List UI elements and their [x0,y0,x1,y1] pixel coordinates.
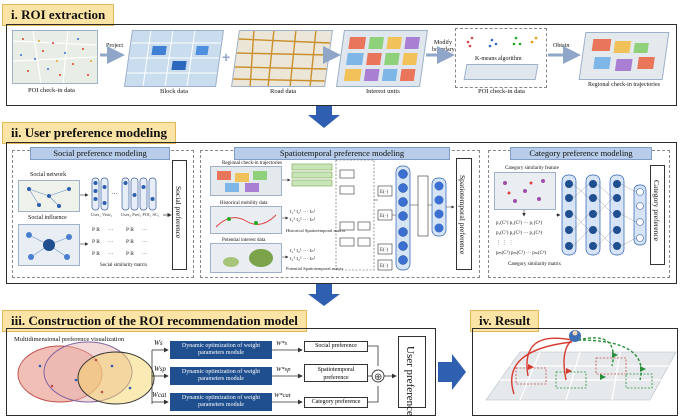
social-network-map [18,180,80,212]
historical-map [210,206,282,234]
social-preference-vertical: Social preference [174,186,183,239]
social-preference-output: Social preference [304,341,368,352]
category-preference-output: Category preference [304,397,368,408]
obtain-label: Obtain [553,43,570,49]
weight-out-s: W*s [276,340,288,347]
category-preference-vertical: Category preference [652,180,661,242]
kmeans-clusters [460,32,540,54]
weight-out-cat: W*cat [274,392,291,399]
user-preference-vertical: User preference [404,346,416,416]
weight-cat: Wcat [152,391,167,399]
block-label: Block data [160,88,188,95]
module-category: Dynamic optimization of weight parameter… [170,393,272,411]
road-label: Road data [270,88,297,95]
social-influence-label: Social influence [28,215,67,221]
historical-label: Historical mobility data [220,201,268,206]
user-preference-panel [6,142,677,284]
roi-extraction-panel [6,24,677,106]
category-feature-map [494,172,556,210]
poi-label-2: POI check-in data [478,88,525,95]
category-preference-box [650,165,665,265]
spatio-preference-box [456,158,472,270]
regional-label: Regional check-in trajectories [588,82,660,88]
project-label: Project [106,43,123,49]
regional-checkin-map [578,32,670,80]
road-data-map [230,30,334,87]
category-matrix-label: Category similarity matrix [508,262,562,267]
potential-map [210,243,282,273]
weight-out-sp: W*sp [276,366,291,373]
module-spatio: Dynamic optimization of weight parameter… [170,367,272,385]
poi-checkin-map [12,30,98,84]
weight-sp: Wsp [154,365,167,373]
spatio-title: Spatiotemporal preference modeling [234,147,450,160]
section2-title: ii. User preference modeling [2,122,176,144]
block-data-map [123,30,225,87]
social-matrix-label: Social similarity matrix [100,263,148,268]
section3-title: iii. Construction of the ROI recommendat… [2,310,307,332]
kmeans-label: K-means algorithm [475,56,522,62]
roi-model-panel [6,328,436,416]
spatio-preference-output: Spatiotemporal preference [304,364,368,382]
social-title: Social preference modeling [30,147,170,160]
interest-label: Interest units [366,88,400,95]
viz-label: Multidimensional preference visualizatio… [14,336,125,343]
poi-label: POI check-in data [28,87,75,94]
category-title: Category preference modeling [510,147,652,160]
weight-s: Ws [154,339,163,347]
social-network-label: Social network [30,172,67,178]
category-feature-label: Category similarity feature [505,166,559,171]
user-preference-box [398,336,426,408]
interest-units-map [335,30,429,87]
spatio-regional-label: Regional check-in trajectories [222,161,282,166]
spatio-preference-vertical: Spatiotemporal preference [458,175,467,255]
social-influence-map [18,224,80,266]
kmeans-map [463,64,539,80]
result-panel [472,328,678,416]
modify-label: Modify boundary [432,40,455,53]
spatio-regional-map [210,166,282,196]
potential-label: Potential interest data [222,238,266,243]
kmeans-box [455,28,547,88]
section1-title: i. ROI extraction [2,4,115,26]
social-preference-box [172,160,187,270]
module-social: Dynamic optimization of weight parameter… [170,341,272,359]
section4-title: iv. Result [470,310,540,332]
